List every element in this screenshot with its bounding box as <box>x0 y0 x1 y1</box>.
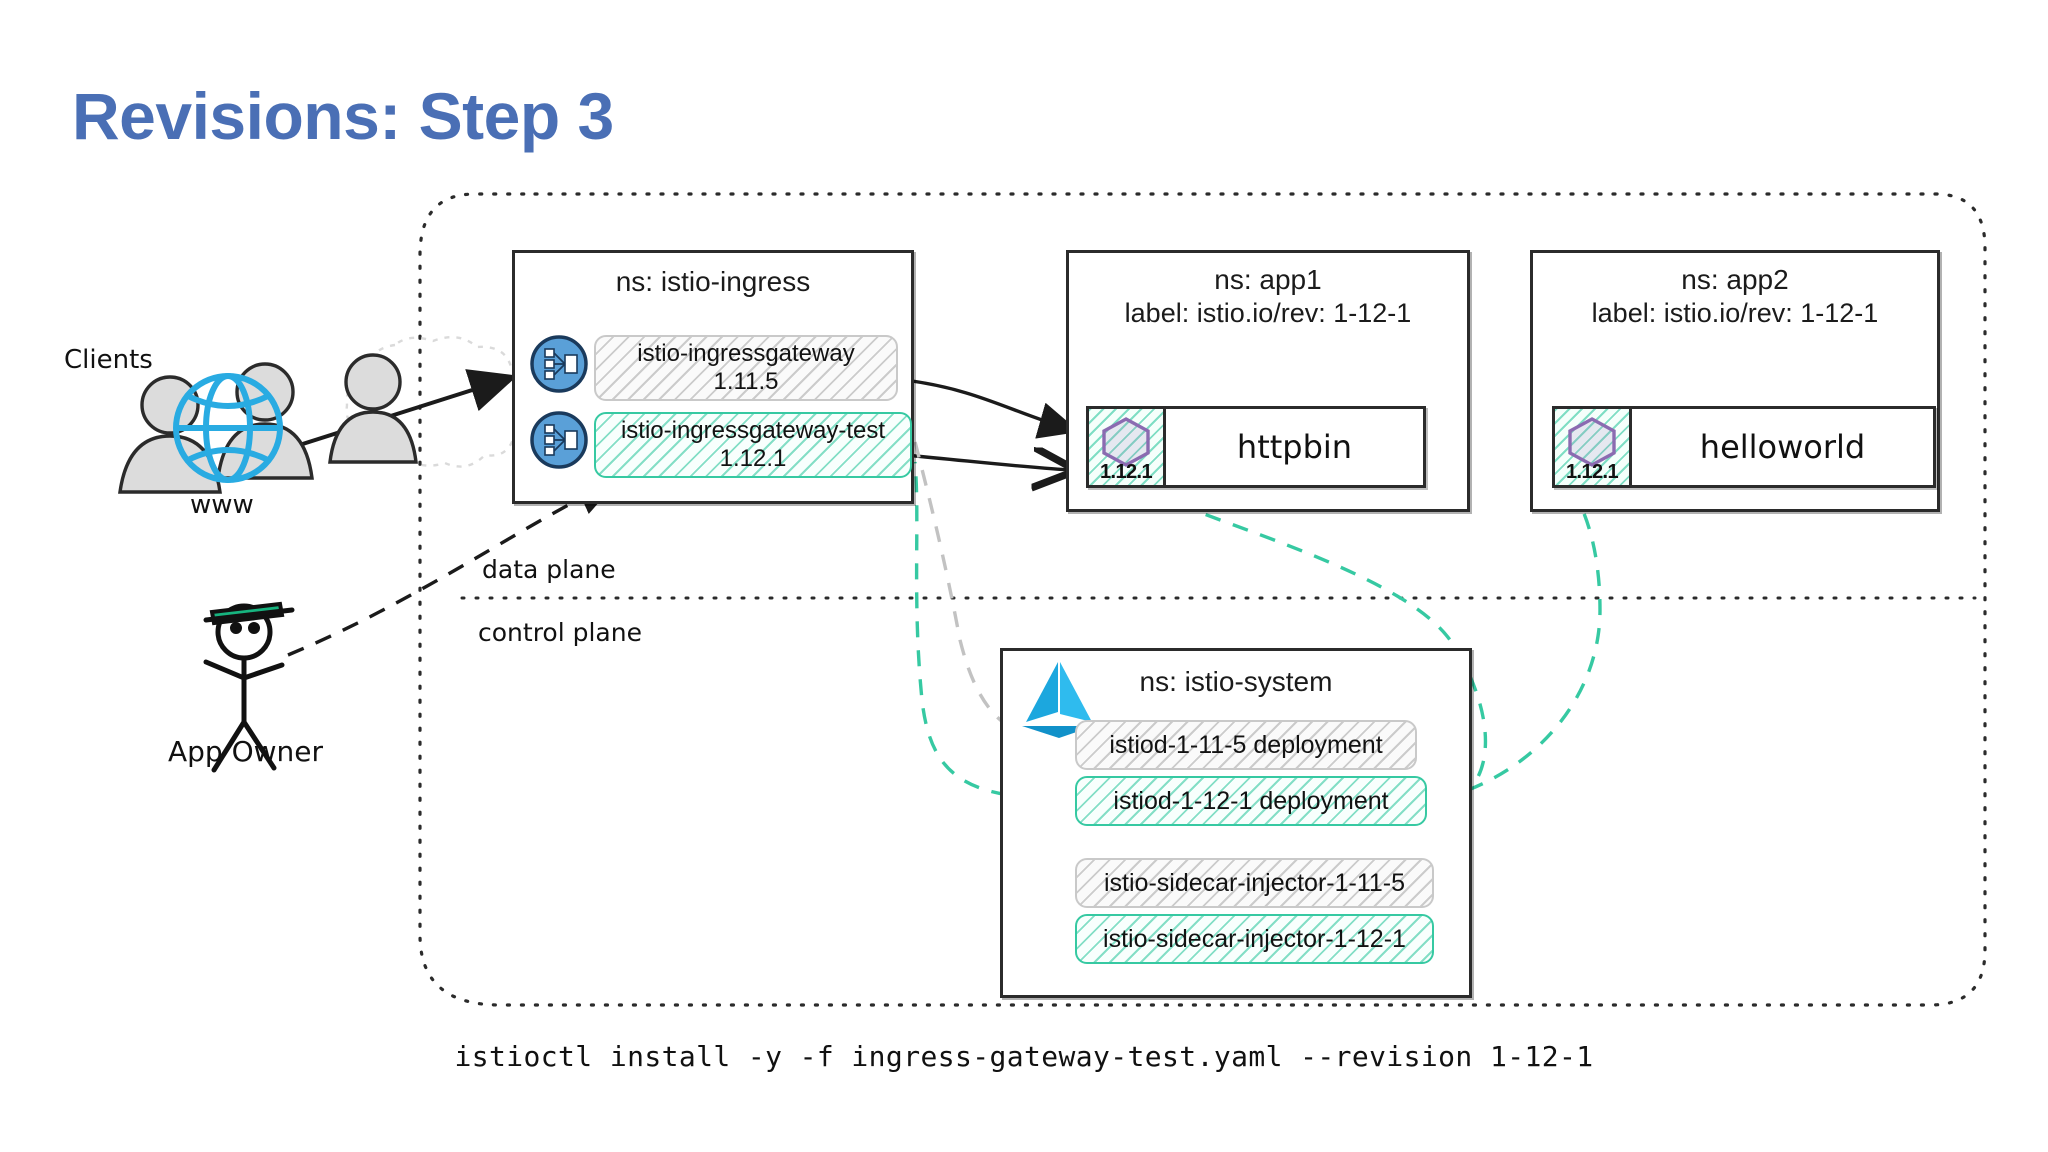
istiod-121-to-gateway-test-dashed <box>913 461 1066 800</box>
page-title: Revisions: Step 3 <box>72 79 614 153</box>
install-command: istioctl install -y -f ingress-gateway-t… <box>454 1040 1594 1073</box>
gateway-version: 1.12.1 <box>719 445 787 472</box>
namespace-app1-subtitle: label: istio.io/rev: 1-12-1 <box>1124 298 1412 329</box>
gateway-test-to-httpbin-arrow <box>904 455 1070 470</box>
workload-name: helloworld <box>1699 428 1866 466</box>
gateway-version: 1.11.5 <box>713 368 779 395</box>
sidecar-version: 1.12.1 <box>1565 461 1619 483</box>
data-plane-label: data plane <box>482 555 616 584</box>
component-pill-istiod-1-12-1[interactable]: istiod-1-12-1 deployment <box>1075 776 1427 826</box>
component-pill-sidecar-injector-1-11-5[interactable]: istio-sidecar-injector-1-11-5 <box>1075 858 1434 908</box>
cluster-boundary <box>418 192 1987 1007</box>
component-pill-istiod-1-11-5[interactable]: istiod-1-11-5 deployment <box>1075 720 1417 770</box>
www-label: www <box>190 490 254 520</box>
app-owner-label: App Owner <box>168 735 324 768</box>
istiod-121-to-app2-sidecar-dashed <box>1467 485 1602 792</box>
namespace-app2-title: ns: app2 <box>1681 264 1789 295</box>
component-pill-sidecar-injector-1-12-1[interactable]: istio-sidecar-injector-1-12-1 <box>1075 914 1434 964</box>
workload-name: httpbin <box>1236 428 1353 466</box>
istiod-121-to-app1-sidecar-dashed <box>1139 485 1488 800</box>
sidecar-version: 1.12.1 <box>1099 461 1153 483</box>
sidecar-hexagon-icon <box>1568 417 1616 467</box>
sidecar-proxy-helloworld: 1.12.1 <box>1555 409 1632 485</box>
clients-to-gateway-arrow <box>267 369 518 457</box>
gateway-name: istio-ingressgateway <box>637 340 855 368</box>
clients-label: Clients <box>64 345 153 375</box>
istiod-115-to-gateway-115-dashed <box>910 429 1066 744</box>
sidecar-proxy-httpbin: 1.12.1 <box>1089 409 1166 485</box>
namespace-app2-subtitle: label: istio.io/rev: 1-12-1 <box>1591 298 1879 329</box>
namespace-app1-title: ns: app1 <box>1214 264 1322 295</box>
workload-helloworld[interactable]: 1.12.1 helloworld <box>1552 406 1936 488</box>
control-plane-label: control plane <box>478 618 642 647</box>
sidecar-hexagon-icon <box>1102 417 1150 467</box>
gateway-115-to-httpbin-arrow <box>904 378 1080 439</box>
namespace-istio-ingress-title: ns: istio-ingress <box>615 266 811 297</box>
workload-httpbin[interactable]: 1.12.1 httpbin <box>1086 406 1426 488</box>
namespace-istio-system-title: ns: istio-system <box>1139 666 1333 697</box>
gateway-pill-istio-ingressgateway-test[interactable]: istio-ingressgateway-test 1.12.1 <box>594 412 912 478</box>
gateway-pill-istio-ingressgateway[interactable]: istio-ingressgateway 1.11.5 <box>594 335 898 401</box>
gateway-name: istio-ingressgateway-test <box>620 417 886 445</box>
